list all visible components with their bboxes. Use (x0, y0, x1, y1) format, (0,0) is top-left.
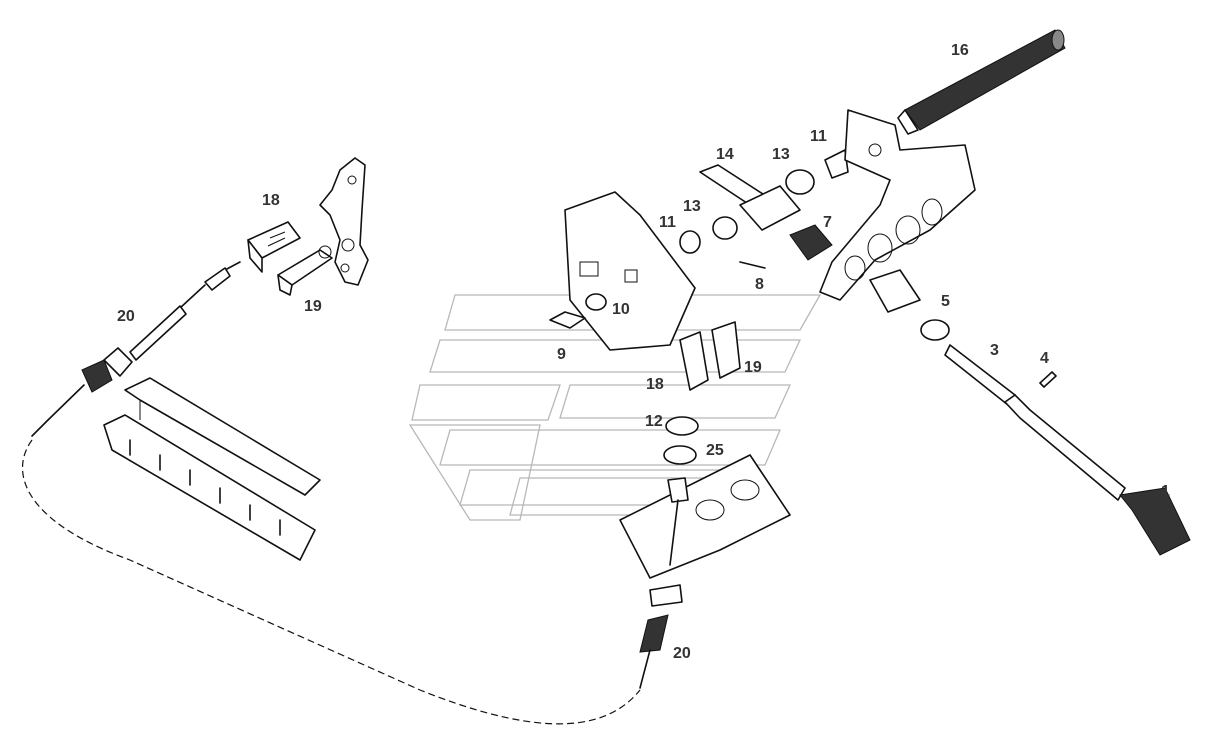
part-label-4: 4 (1040, 350, 1049, 367)
cable-route-dashed (21, 439, 641, 725)
handle-grip (897, 29, 1066, 135)
part-label-9: 9 (557, 346, 566, 363)
gate-plate (103, 377, 321, 561)
lever-bracket-left (319, 157, 369, 286)
part-label-18b: 18 (646, 376, 664, 393)
part-label-3: 3 (990, 342, 999, 359)
clevis-left (247, 221, 301, 273)
part-label-8: 8 (755, 276, 764, 293)
part-label-10: 10 (612, 301, 630, 318)
part-label-20b: 20 (673, 645, 691, 662)
part-label-25: 25 (706, 442, 724, 459)
part-label-16: 16 (951, 42, 969, 59)
part-label-1: 1 (1161, 483, 1170, 500)
bolt-and-washer (549, 293, 607, 329)
cable-rod-center (639, 477, 689, 689)
part-label-19a: 19 (304, 298, 322, 315)
part-label-18a: 18 (262, 192, 280, 209)
lever-arm (869, 269, 1191, 556)
lever-bracket-right (819, 109, 976, 301)
part-label-5: 5 (941, 293, 950, 310)
support-bracket (619, 454, 791, 579)
clevis-center (663, 321, 741, 465)
part-label-14: 14 (716, 146, 734, 163)
part-label-11b: 11 (810, 128, 827, 145)
part-label-7: 7 (823, 214, 832, 231)
cable-rod-left (31, 261, 241, 437)
pivot-assembly (679, 149, 849, 269)
part-label-11a: 11 (659, 214, 676, 231)
part-label-12: 12 (645, 413, 663, 430)
part-label-13a: 13 (683, 198, 701, 215)
part-label-19b: 19 (744, 359, 762, 376)
part-label-13b: 13 (772, 146, 790, 163)
part-label-20a: 20 (117, 308, 135, 325)
clip-left (277, 245, 333, 296)
